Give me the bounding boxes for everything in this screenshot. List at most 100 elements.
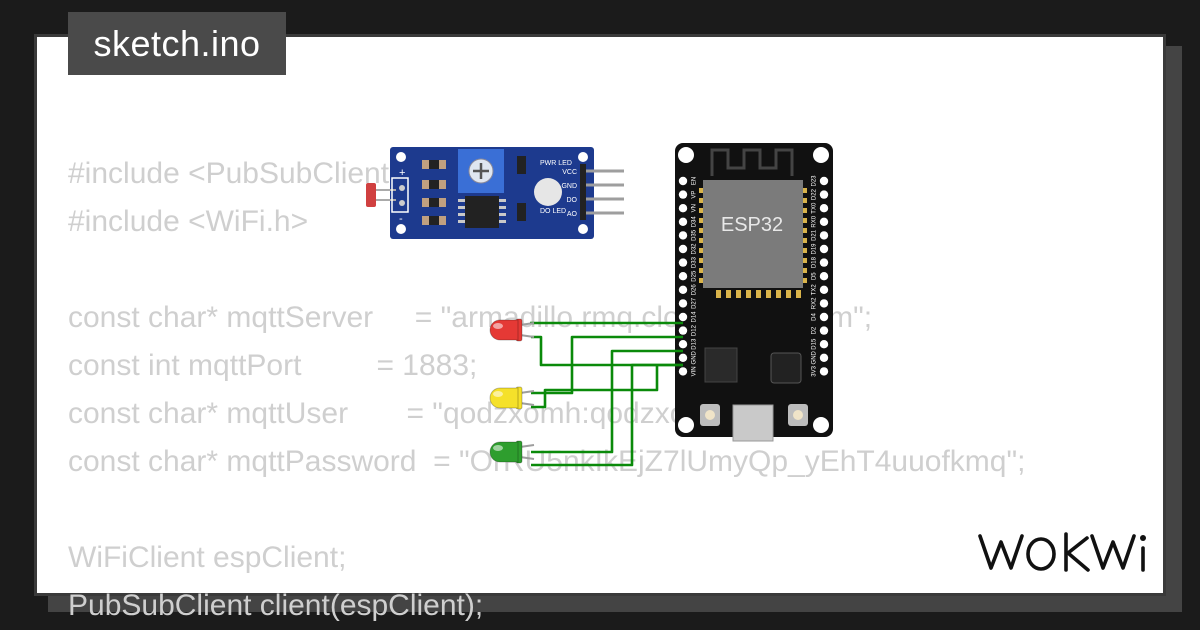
esp32-pin-label: D27	[692, 297, 698, 309]
module-pad	[786, 290, 791, 298]
esp32-pin-right[interactable]	[819, 272, 829, 281]
code-line: #include <WiFi.h>	[68, 205, 309, 238]
esp32-pin-label: D33	[692, 256, 698, 268]
esp32-pin-label: D22	[812, 188, 818, 200]
module-pad	[746, 290, 751, 298]
esp32-pin-label: D15	[812, 338, 818, 350]
do-led-label: DO LED	[540, 208, 566, 215]
esp32-pin-label: TX0	[812, 202, 818, 214]
esp32-pin-left[interactable]	[678, 190, 688, 199]
esp32-pin-label: D35	[692, 229, 698, 241]
module-pad	[726, 290, 731, 298]
esp32-pin-label: D12	[692, 324, 698, 336]
esp32-pin-left[interactable]	[678, 244, 688, 254]
esp32-pin-label: D19	[812, 243, 818, 255]
code-line: const int mqttPort = 1883;	[68, 349, 478, 382]
esp32-pin-right[interactable]	[819, 204, 829, 213]
ldr-pin-label: VCC	[562, 169, 577, 176]
esp32-pin-left[interactable]	[678, 326, 688, 335]
esp32-pin-label: GND	[812, 350, 818, 364]
esp32-pin-label: D5	[812, 272, 818, 280]
esp32-pin-left[interactable]	[678, 176, 688, 186]
pwr-led-label: PWR LED	[540, 160, 572, 167]
photoresistor	[366, 183, 376, 207]
esp32-pin-left[interactable]	[678, 217, 688, 226]
wokwi-logo[interactable]	[975, 522, 1155, 580]
esp32-pin-right[interactable]	[819, 367, 829, 376]
esp32-pin-label: D32	[692, 243, 698, 255]
esp32-pin-label: 3V3	[812, 365, 818, 376]
esp32-chip-label: ESP32	[721, 214, 783, 236]
module-pad	[796, 290, 801, 298]
module-pad	[699, 208, 703, 213]
polarity-minus: -	[399, 213, 403, 225]
esp32-pin-right[interactable]	[819, 285, 829, 294]
esp32-pin-right[interactable]	[819, 299, 829, 308]
ldr-pin-label: GND	[561, 183, 577, 190]
esp32-pin-left[interactable]	[678, 353, 688, 362]
esp32-pin-left[interactable]	[678, 299, 688, 308]
esp32-pin-label: VIN	[692, 366, 698, 376]
led-green[interactable]	[489, 440, 535, 464]
ldr-header-pin[interactable]	[586, 183, 624, 187]
led-red[interactable]	[489, 318, 535, 342]
esp32-pin-right[interactable]	[819, 312, 829, 322]
preview-card	[34, 34, 1166, 596]
esp32-pin-label: D25	[692, 270, 698, 282]
pwr-led	[517, 156, 526, 174]
ldr-header-pin[interactable]	[586, 211, 624, 215]
esp32-pin-left[interactable]	[678, 312, 688, 322]
module-pad	[803, 208, 807, 213]
module-pad	[776, 290, 781, 298]
esp32-pin-left[interactable]	[678, 231, 688, 240]
ldr-pin-label: AO	[567, 211, 578, 218]
esp32-pin-right[interactable]	[819, 353, 829, 362]
wires	[530, 321, 683, 467]
esp32-pin-label: D21	[812, 229, 818, 241]
wire[interactable]	[531, 335, 683, 395]
ldr-header-pin[interactable]	[586, 197, 624, 201]
module-pad	[699, 198, 703, 203]
esp32-pin-right[interactable]	[819, 176, 829, 186]
esp32-pin-left[interactable]	[678, 204, 688, 213]
code-line: PubSubClient client(espClient);	[68, 589, 484, 622]
module-pad	[803, 278, 807, 283]
esp32-pin-right[interactable]	[819, 340, 829, 349]
esp32-pin-label: RX2	[812, 297, 818, 309]
file-name-tab[interactable]: sketch.ino	[68, 12, 286, 75]
mount-hole	[578, 224, 588, 234]
esp32-pin-left[interactable]	[678, 258, 688, 267]
esp32-pin-right[interactable]	[819, 258, 829, 267]
esp32-pin-left[interactable]	[678, 340, 688, 349]
esp32-board[interactable]: ESP32 ENVPVND34D35D32D33D25D26D27D14D12D…	[675, 143, 833, 442]
wire[interactable]	[531, 365, 659, 409]
module-pad	[803, 198, 807, 203]
wire[interactable]	[531, 349, 683, 454]
module-pad	[803, 228, 807, 233]
ldr-header-pin[interactable]	[586, 169, 624, 173]
voltage-regulator	[704, 347, 738, 383]
esp32-pin-right[interactable]	[819, 231, 829, 240]
esp32-pin-label: VP	[692, 191, 698, 199]
module-pad	[766, 290, 771, 298]
esp32-pin-left[interactable]	[678, 285, 688, 294]
esp32-module	[703, 180, 803, 288]
code-line: WiFiClient espClient;	[68, 541, 347, 574]
mount-hole	[396, 224, 406, 234]
esp32-pin-right[interactable]	[819, 190, 829, 199]
esp32-pin-left[interactable]	[678, 272, 688, 281]
esp32-pin-label: VN	[692, 204, 698, 212]
wire[interactable]	[531, 363, 683, 467]
module-pad	[803, 188, 807, 193]
usb-uart-chip	[770, 352, 802, 384]
module-pad	[803, 248, 807, 253]
module-pad	[699, 218, 703, 223]
esp32-pin-right[interactable]	[819, 326, 829, 335]
esp32-pin-label: D4	[812, 313, 818, 321]
esp32-pin-right[interactable]	[819, 217, 829, 226]
esp32-pin-right[interactable]	[819, 244, 829, 254]
led-yellow[interactable]	[489, 386, 535, 410]
esp32-pin-left[interactable]	[678, 367, 688, 376]
